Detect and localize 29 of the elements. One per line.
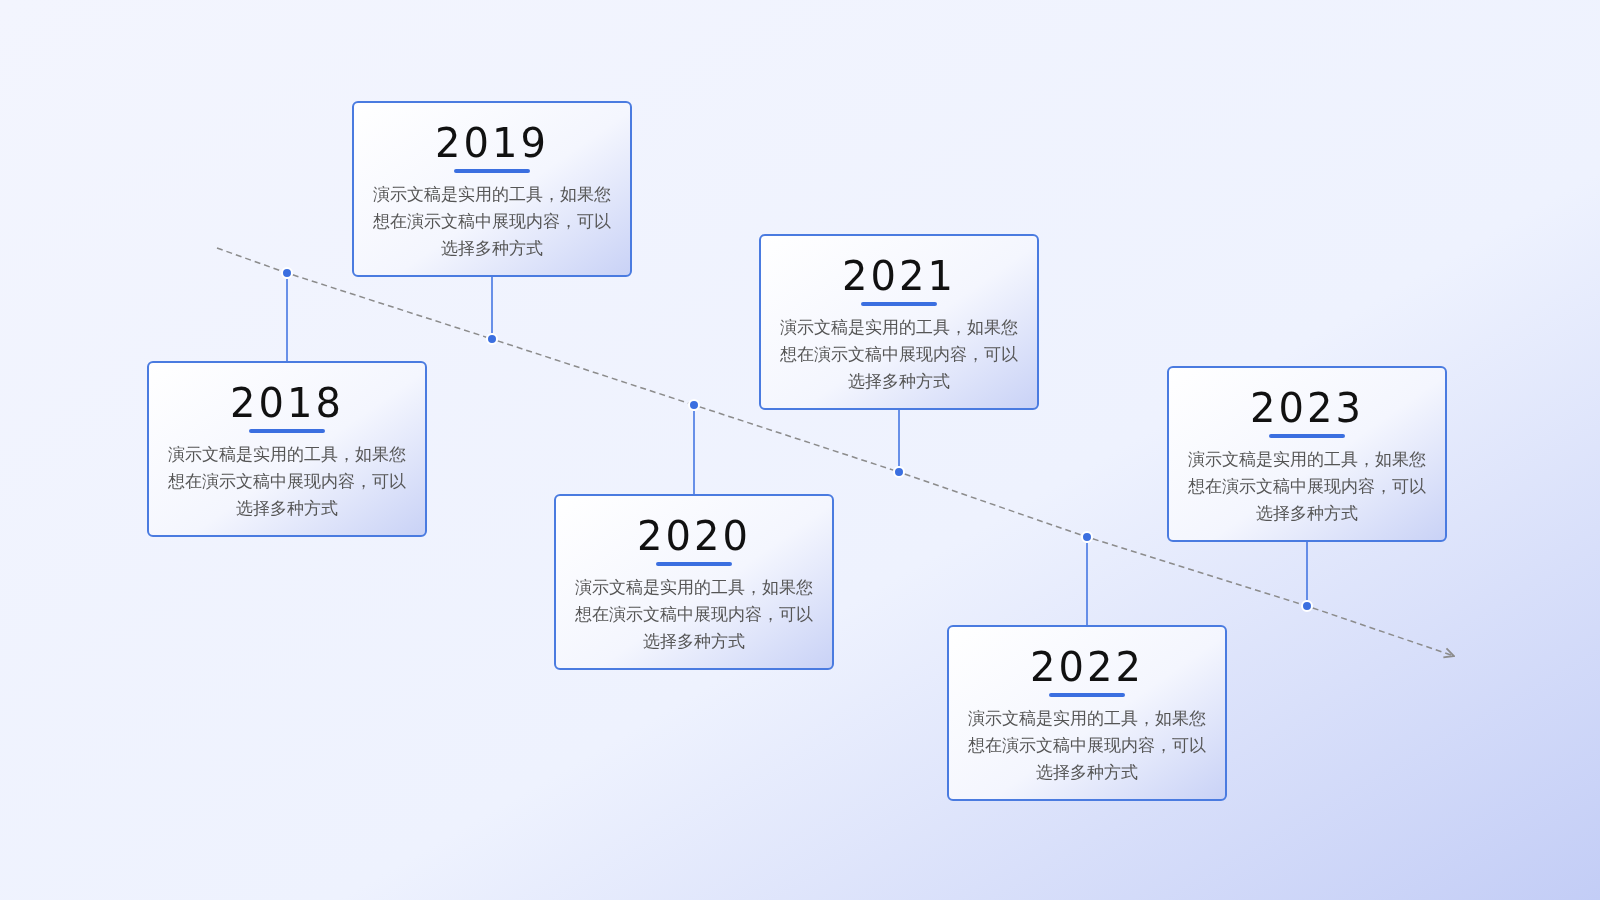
connector-line: [1306, 541, 1308, 601]
description-text: 演示文稿是实用的工具，如果您想在演示文稿中展现内容，可以选择多种方式: [1187, 449, 1427, 525]
year-card: [352, 101, 632, 277]
year-card: [947, 625, 1227, 801]
description-text: 演示文稿是实用的工具，如果您想在演示文稿中展现内容，可以选择多种方式: [372, 184, 612, 260]
connector-line: [491, 276, 493, 334]
dashed-timeline-line: [698, 406, 895, 471]
description-text: 演示文稿是实用的工具，如果您想在演示文稿中展现内容，可以选择多种方式: [779, 317, 1019, 393]
year-heading: 2023: [1250, 384, 1364, 432]
dashed-timeline-line: [1092, 538, 1302, 605]
year-card: [759, 234, 1039, 410]
dashed-timeline-line: [903, 473, 1083, 536]
year-card: [147, 361, 427, 537]
description-text: 演示文稿是实用的工具，如果您想在演示文稿中展现内容，可以选择多种方式: [167, 444, 407, 520]
description-text: 演示文稿是实用的工具，如果您想在演示文稿中展现内容，可以选择多种方式: [574, 577, 814, 653]
connector-line: [286, 278, 288, 362]
year-heading: 2021: [842, 252, 956, 300]
year-heading: 2019: [435, 119, 549, 167]
year-heading: 2020: [637, 512, 751, 560]
connector-line: [1086, 542, 1088, 626]
dashed-timeline-line: [291, 274, 488, 338]
year-card: [554, 494, 834, 670]
dashed-timeline-line: [1311, 607, 1455, 659]
description-text: 演示文稿是实用的工具，如果您想在演示文稿中展现内容，可以选择多种方式: [967, 708, 1207, 784]
connector-line: [898, 409, 900, 467]
year-heading: 2018: [230, 379, 344, 427]
year-heading: 2022: [1030, 643, 1144, 691]
connector-line: [693, 410, 695, 495]
year-card: [1167, 366, 1447, 542]
